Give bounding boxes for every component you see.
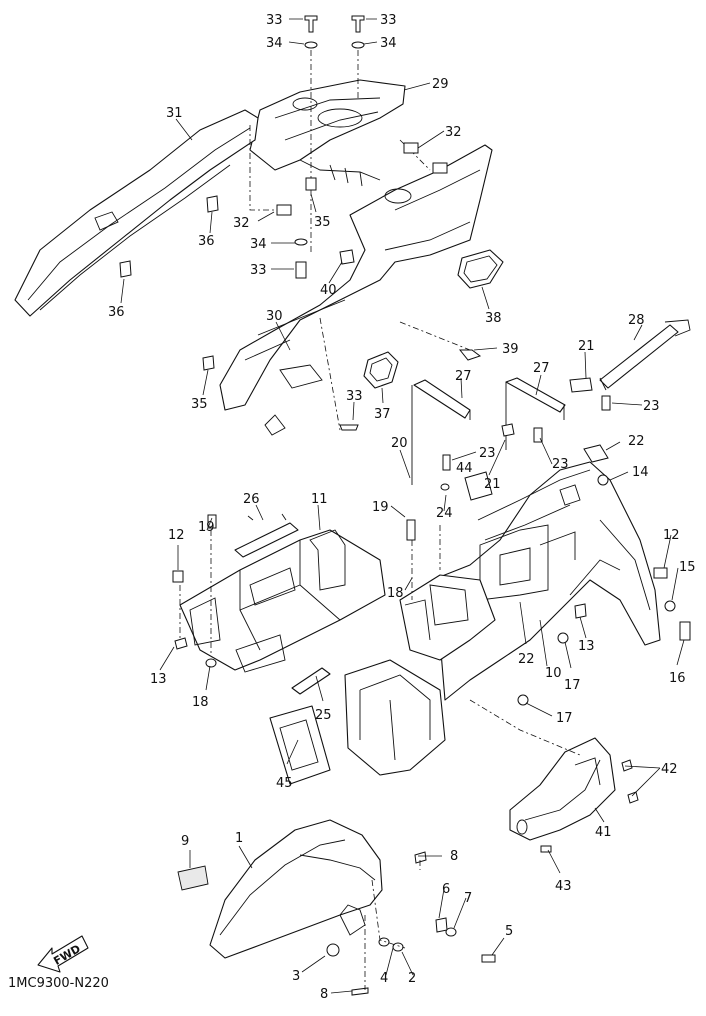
plate-45 bbox=[269, 705, 331, 785]
callout-28: 28 bbox=[628, 313, 645, 328]
leader-lines bbox=[120, 18, 685, 994]
hardware-lower bbox=[172, 377, 691, 996]
callout-36: 36 bbox=[198, 234, 215, 249]
callout-23: 23 bbox=[552, 457, 569, 472]
callout-3: 3 bbox=[292, 969, 300, 984]
callout-17: 17 bbox=[556, 711, 573, 726]
callout-18: 18 bbox=[192, 695, 209, 710]
assembly-lines-upper bbox=[249, 50, 471, 431]
callout-32: 32 bbox=[233, 216, 250, 231]
callout-29: 29 bbox=[432, 77, 449, 92]
side-cover-30 bbox=[219, 144, 493, 436]
callout-36: 36 bbox=[108, 305, 125, 320]
callout-7: 7 bbox=[464, 891, 472, 906]
tail-cover-41 bbox=[509, 737, 616, 841]
fwd-arrow-icon: FWD bbox=[37, 935, 89, 973]
callout-16: 16 bbox=[669, 671, 686, 686]
callout-34: 34 bbox=[250, 237, 267, 252]
callout-33: 33 bbox=[250, 263, 267, 278]
battery-box-left bbox=[179, 529, 386, 673]
callout-14: 14 bbox=[632, 465, 649, 480]
callout-18: 18 bbox=[387, 586, 404, 601]
side-rail-cover-31 bbox=[14, 109, 259, 317]
callout-42: 42 bbox=[661, 762, 678, 777]
callout-6: 6 bbox=[442, 882, 450, 897]
callout-15: 15 bbox=[679, 560, 696, 575]
callout-35: 35 bbox=[191, 397, 208, 412]
callout-41: 41 bbox=[595, 825, 612, 840]
straps bbox=[411, 319, 691, 485]
callout-34: 34 bbox=[266, 36, 283, 51]
callout-8: 8 bbox=[320, 987, 328, 1002]
callout-22: 22 bbox=[628, 434, 645, 449]
callout-27: 27 bbox=[455, 369, 472, 384]
callout-19: 19 bbox=[198, 520, 215, 535]
bracket-25 bbox=[291, 667, 331, 695]
callout-21: 21 bbox=[578, 339, 595, 354]
callout-30: 30 bbox=[266, 309, 283, 324]
callout-labels: 33 33 34 34 29 31 32 32 35 36 34 33 40 3… bbox=[108, 13, 696, 1002]
callout-21: 21 bbox=[484, 477, 501, 492]
callout-23: 23 bbox=[643, 399, 660, 414]
rubber-pad-38 bbox=[457, 249, 504, 289]
callout-27: 27 bbox=[533, 361, 550, 376]
callout-43: 43 bbox=[555, 879, 572, 894]
callout-26: 26 bbox=[243, 492, 260, 507]
callout-20: 20 bbox=[391, 436, 408, 451]
callout-8: 8 bbox=[450, 849, 458, 864]
bracket-26 bbox=[234, 513, 299, 558]
callout-17: 17 bbox=[564, 678, 581, 693]
callout-38: 38 bbox=[485, 311, 502, 326]
callout-40: 40 bbox=[320, 283, 337, 298]
callout-31: 31 bbox=[166, 106, 183, 121]
seat-cowl-upper bbox=[249, 79, 406, 187]
callout-23: 23 bbox=[479, 446, 496, 461]
lower-box bbox=[344, 659, 446, 776]
callout-32: 32 bbox=[445, 125, 462, 140]
callout-12: 12 bbox=[168, 528, 185, 543]
callout-45: 45 bbox=[276, 776, 293, 791]
callout-2: 2 bbox=[408, 971, 416, 986]
callout-37: 37 bbox=[374, 407, 391, 422]
callout-44: 44 bbox=[456, 461, 473, 476]
front-fender bbox=[177, 819, 383, 959]
callout-1: 1 bbox=[235, 831, 243, 846]
callout-5: 5 bbox=[505, 924, 513, 939]
callout-13: 13 bbox=[578, 639, 595, 654]
callout-33: 33 bbox=[266, 13, 283, 28]
callout-34: 34 bbox=[380, 36, 397, 51]
callout-24: 24 bbox=[436, 506, 453, 521]
battery-box-center bbox=[399, 574, 496, 661]
callout-4: 4 bbox=[380, 971, 388, 986]
callout-11: 11 bbox=[311, 492, 328, 507]
callout-35: 35 bbox=[314, 215, 331, 230]
diagram-code: 1MC9300-N220 bbox=[8, 976, 109, 991]
callout-12: 12 bbox=[663, 528, 680, 543]
callout-33: 33 bbox=[380, 13, 397, 28]
callout-22: 22 bbox=[518, 652, 535, 667]
assembly-lines-lower bbox=[179, 525, 581, 990]
rear-fender-assembly bbox=[431, 444, 661, 701]
callout-19: 19 bbox=[372, 500, 389, 515]
callout-13: 13 bbox=[150, 672, 167, 687]
callout-39: 39 bbox=[502, 342, 519, 357]
callout-25: 25 bbox=[315, 708, 332, 723]
rubber-pad-37 bbox=[363, 351, 399, 389]
callout-10: 10 bbox=[545, 666, 562, 681]
hardware-upper bbox=[119, 15, 482, 431]
callout-33: 33 bbox=[346, 389, 363, 404]
callout-9: 9 bbox=[181, 834, 189, 849]
